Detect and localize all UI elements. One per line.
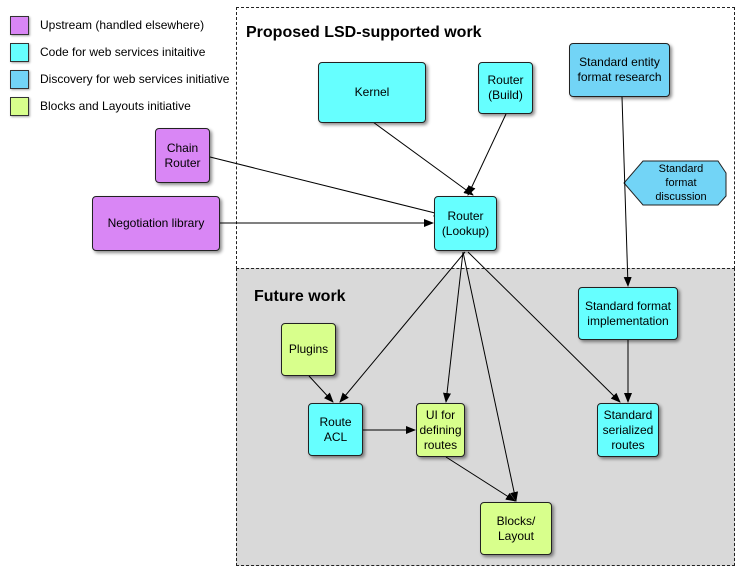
edge-ui-routes-to-blocks-layout [445, 456, 516, 502]
legend-swatch-upstream [10, 15, 29, 35]
edge-kernel-to-router-lookup [372, 121, 474, 196]
legend-item-upstream: Upstream (handled elsewhere) [10, 15, 204, 35]
future-work-title: Future work [254, 288, 346, 305]
legend-swatch-discovery-ws [10, 69, 29, 89]
node-blocks-layout: Blocks/ Layout [480, 502, 552, 555]
edge-router-lookup-to-blocks-layout [462, 251, 519, 502]
node-kernel: Kernel [318, 62, 426, 123]
legend-label-discovery-ws: Discovery for web services initiative [40, 72, 230, 86]
node-standard-format-implementation: Standard format implementation [578, 287, 678, 340]
node-negotiation-library: Negotiation library [92, 196, 220, 251]
legend-swatch-blocks-layouts [10, 96, 29, 116]
node-route-acl: Route ACL [308, 403, 363, 456]
node-router-build: Router (Build) [478, 62, 533, 114]
node-standard-format-discussion: Standard format discussion [655, 163, 707, 203]
node-plugins: Plugins [281, 323, 336, 376]
edge-router-lookup-to-route-acl [339, 251, 466, 403]
node-standard-serialized-routes: Standard serialized routes [597, 403, 659, 457]
legend-item-discovery-ws: Discovery for web services initiative [10, 69, 229, 89]
node-chain-router: Chain Router [155, 128, 210, 183]
edge-chain-router-to-router-lookup [209, 156, 444, 217]
legend-label-code-ws: Code for web services initaitive [40, 45, 206, 59]
format-discussion-shape [623, 160, 727, 206]
proposed-work-title: Proposed LSD-supported work [246, 24, 482, 41]
edge-plugins-to-route-acl [308, 375, 334, 403]
edge-router-build-to-router-lookup [467, 113, 507, 196]
edge-router-lookup-to-serialized-routes [467, 251, 621, 403]
legend-item-code-ws: Code for web services initaitive [10, 42, 205, 62]
edge-entity-research-to-format-impl [621, 96, 632, 287]
legend-label-blocks-layouts: Blocks and Layouts initiative [40, 99, 191, 113]
legend-item-blocks-layouts: Blocks and Layouts initiative [10, 96, 191, 116]
legend-swatch-code-ws [10, 42, 29, 62]
legend-label-upstream: Upstream (handled elsewhere) [40, 18, 205, 32]
node-router-lookup: Router (Lookup) [434, 196, 497, 251]
node-standard-entity-format-research: Standard entity format research [569, 43, 670, 97]
edge-router-lookup-to-ui-routes [443, 251, 464, 403]
node-ui-for-defining-routes: UI for defining routes [416, 403, 465, 457]
